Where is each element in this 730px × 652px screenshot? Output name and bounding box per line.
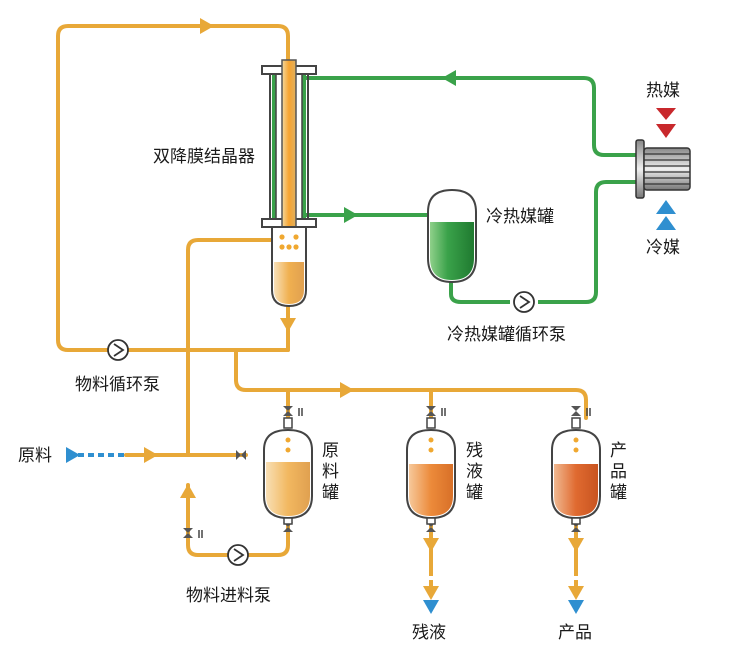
- crystallizer-label: 双降膜结晶器: [153, 147, 255, 167]
- residue-tank: [406, 417, 456, 525]
- hot-cold-tank: [427, 188, 477, 284]
- hot-medium-label: 热媒: [646, 81, 680, 101]
- product-tank-label-1: 产: [610, 441, 627, 461]
- distribution-header-line: [234, 348, 588, 420]
- raw-tank-label-2: 料: [322, 462, 339, 482]
- arrow-header-right-icon: [340, 382, 354, 398]
- crystallizer: [261, 59, 317, 308]
- residue-tank-label-1: 残: [466, 441, 483, 461]
- residue-tank-label-2: 液: [466, 462, 483, 482]
- product-tank-top-valve-icon: [571, 406, 581, 416]
- heat-return-top-line: [300, 76, 638, 157]
- heat-exchanger: [635, 139, 691, 199]
- residue-tank-label-3: 罐: [466, 483, 483, 503]
- blue-flow: [66, 447, 584, 614]
- feed-return-valve-icon: [183, 528, 193, 538]
- arrow-product-down-icon: [568, 538, 584, 552]
- arrow-residue-dash-down-icon: [423, 586, 439, 600]
- arrow-residue-down-icon: [423, 538, 439, 552]
- product-tank-label-2: 品: [610, 462, 627, 482]
- valve-icons: [183, 406, 581, 538]
- residue-tank-top-valve-icon: [426, 406, 436, 416]
- product-tank: [551, 417, 601, 525]
- cold-arrow-2-icon: [656, 216, 676, 230]
- material-flow-arrows: [144, 18, 584, 600]
- raw-material-in-label: 原料: [18, 446, 52, 466]
- product-blue-arrow-icon: [568, 600, 584, 614]
- collector-drops: [279, 234, 299, 250]
- arrow-raw-right-icon: [144, 447, 158, 463]
- collector-liquid: [274, 262, 304, 304]
- arrow-heat-right-icon: [344, 207, 358, 223]
- cold-medium-arrows: [656, 200, 676, 230]
- arrow-product-dash-down-icon: [568, 586, 584, 600]
- hot-cold-tank-liquid: [430, 222, 474, 280]
- cold-medium-label: 冷媒: [646, 238, 680, 258]
- feed-pump-icon: [227, 544, 249, 566]
- cold-arrow-1-icon: [656, 200, 676, 214]
- crystallizer-tube: [281, 59, 297, 228]
- product-tank-label-3: 罐: [610, 483, 627, 503]
- hot-arrow-1-icon: [656, 108, 676, 120]
- raw-tank-label-1: 原: [322, 441, 339, 461]
- material-circ-pump-icon: [107, 339, 129, 361]
- crystallizer-feed-line: [186, 238, 274, 457]
- residue-out-label: 残液: [412, 623, 446, 643]
- hot-arrow-2-icon: [656, 124, 676, 138]
- hot-cold-tank-label: 冷热媒罐: [486, 207, 554, 227]
- text-labels: 双降膜结晶器 热媒 冷媒 冷热媒罐 冷热媒罐循环泵 物料循环泵 原料 原 料 罐…: [18, 81, 680, 643]
- arrow-feed-up-icon: [180, 484, 196, 498]
- product-out-label: 产品: [558, 623, 592, 643]
- arrow-top-right-icon: [200, 18, 214, 34]
- raw-tank-top-valve-icon: [283, 406, 293, 416]
- hot-cold-pump-icon: [513, 291, 535, 313]
- arrow-collector-down-icon: [280, 318, 296, 332]
- heat-medium-lines: [300, 76, 638, 304]
- raw-tank-label-3: 罐: [322, 483, 339, 503]
- tank-to-pump-line: [449, 278, 510, 304]
- hot-cold-pump-label: 冷热媒罐循环泵: [447, 325, 566, 345]
- arrow-heat-left-icon: [442, 70, 456, 86]
- raw-feed-blue-arrow-icon: [66, 447, 80, 463]
- pump-to-exchanger-line: [538, 180, 638, 304]
- raw-tank: [263, 417, 313, 525]
- material-loop-top-line: [56, 24, 290, 352]
- pump-icons: [107, 291, 535, 566]
- raw-inlet-valve-icon: [236, 450, 246, 460]
- valve-marks: [198, 408, 591, 538]
- material-circ-pump-label: 物料循环泵: [75, 375, 160, 395]
- feed-pump-label: 物料进料泵: [186, 586, 271, 606]
- hot-medium-arrows: [656, 108, 676, 138]
- residue-blue-arrow-icon: [423, 600, 439, 614]
